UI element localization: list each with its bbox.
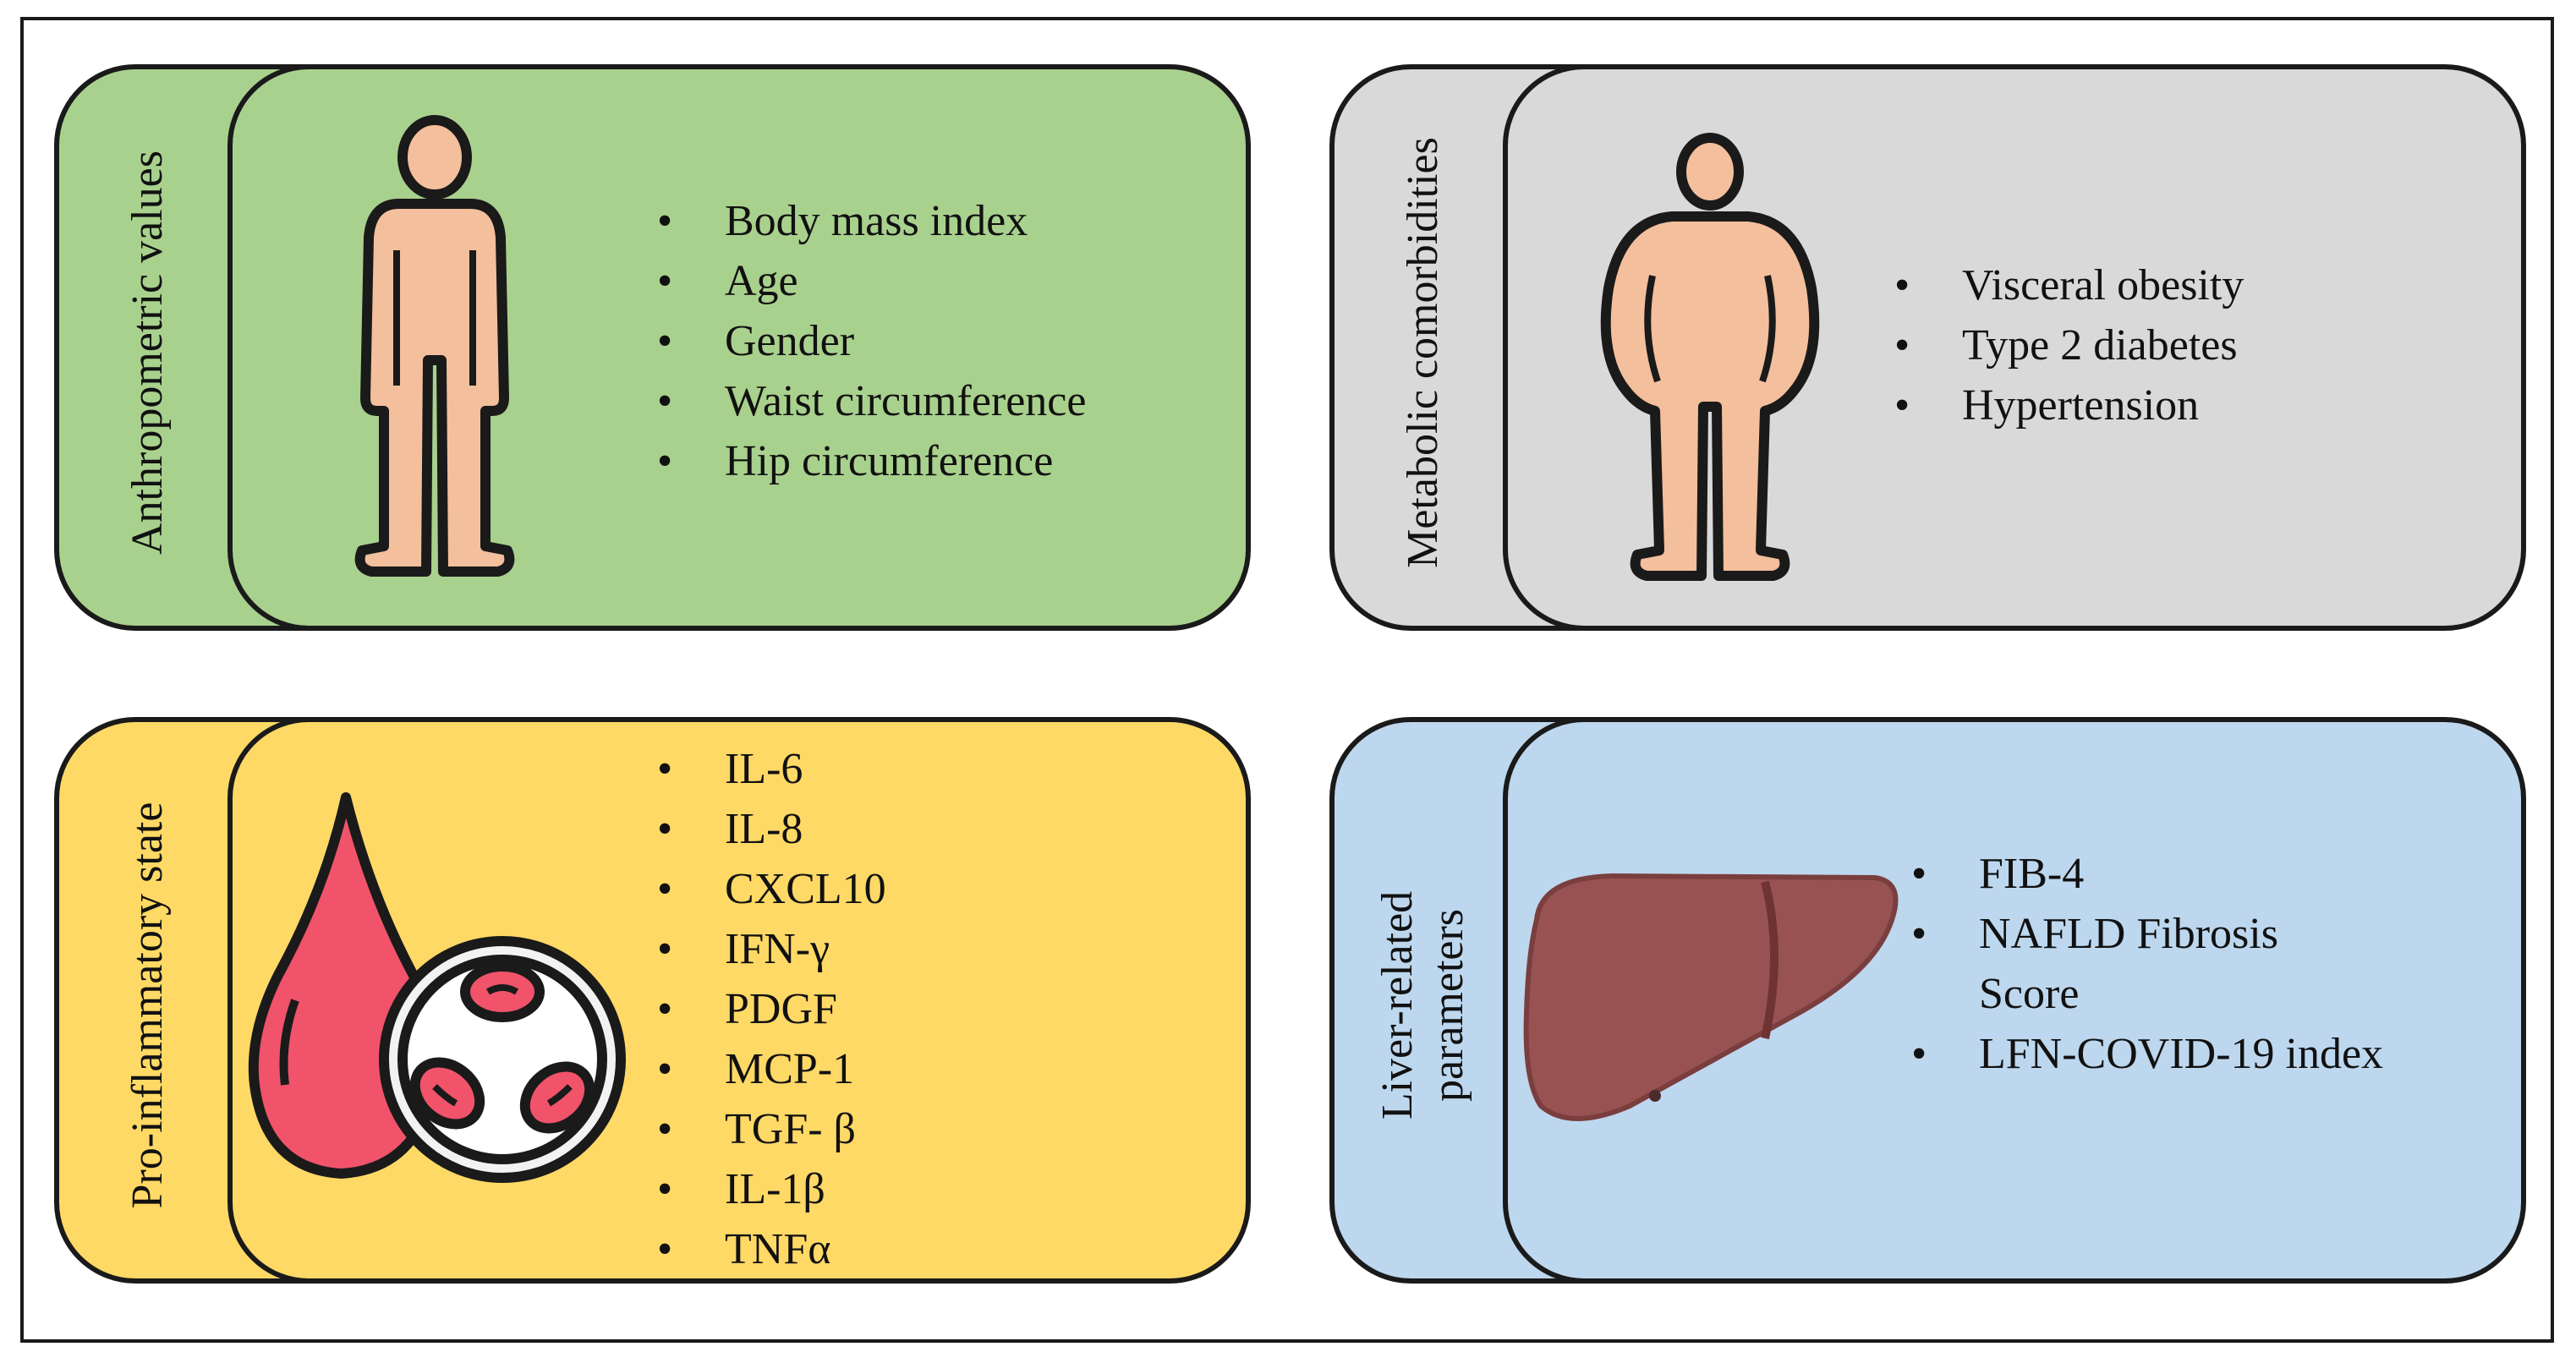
panel-title: Metabolic comorbidities [1399,137,1447,568]
list-item: MCP-1 [657,1039,886,1099]
list-item: IL-8 [657,799,886,859]
panel-metabolic: Metabolic comorbidities Visceral obesity… [1329,64,2526,631]
list-item: Hypertension [1894,375,2244,435]
item-list: Body mass index Age Gender Waist circumf… [657,191,1086,491]
list-item-text-continued: Score [1979,970,2080,1018]
panel-anthropometric: Anthropometric values Body mass index Ag… [54,64,1251,631]
list-item-text: FIB-4 [1979,850,2085,898]
obese-person-icon [1600,133,1820,581]
list-item-text: NAFLD Fibrosis [1979,910,2278,958]
list-item: Waist circumference [657,371,1086,431]
list-item: IFN-γ [657,919,886,979]
person-icon [354,115,515,577]
panel-inflammatory: Pro-inflammatory state IL-6 IL-8 CXCL10 … [54,717,1251,1284]
panel-liver: Liver-related parameters FIB-4 NAFLD Fib… [1329,717,2526,1284]
blood-drop-cells-icon [248,792,626,1183]
list-item: TNFα [657,1219,886,1279]
list-item: TGF- β [657,1099,886,1159]
list-item: Body mass index [657,191,1086,251]
panel-title: Pro-inflammatory state [123,802,172,1209]
list-item: FIB-4 [1911,844,2383,904]
list-item: Gender [657,311,1086,371]
list-item: Visceral obesity [1894,255,2244,315]
list-item: LFN-COVID-19 index [1911,1024,2383,1084]
list-item: Type 2 diabetes [1894,315,2244,375]
list-item: Age [657,251,1086,311]
figure-frame [20,17,2554,1343]
list-item: Hip circumference [657,431,1086,491]
panel-title: Liver-related parameters [1373,890,1472,1120]
liver-icon [1523,873,1899,1121]
list-item-text: LFN-COVID-19 index [1979,1030,2384,1078]
list-item: PDGF [657,979,886,1039]
panel-title: Anthropometric values [123,151,172,555]
list-item: IL-1β [657,1159,886,1219]
item-list: IL-6 IL-8 CXCL10 IFN-γ PDGF MCP-1 TGF- β… [657,739,886,1279]
list-item: CXCL10 [657,859,886,919]
item-list: Visceral obesity Type 2 diabetes Hyperte… [1894,255,2244,435]
list-item: IL-6 [657,739,886,799]
